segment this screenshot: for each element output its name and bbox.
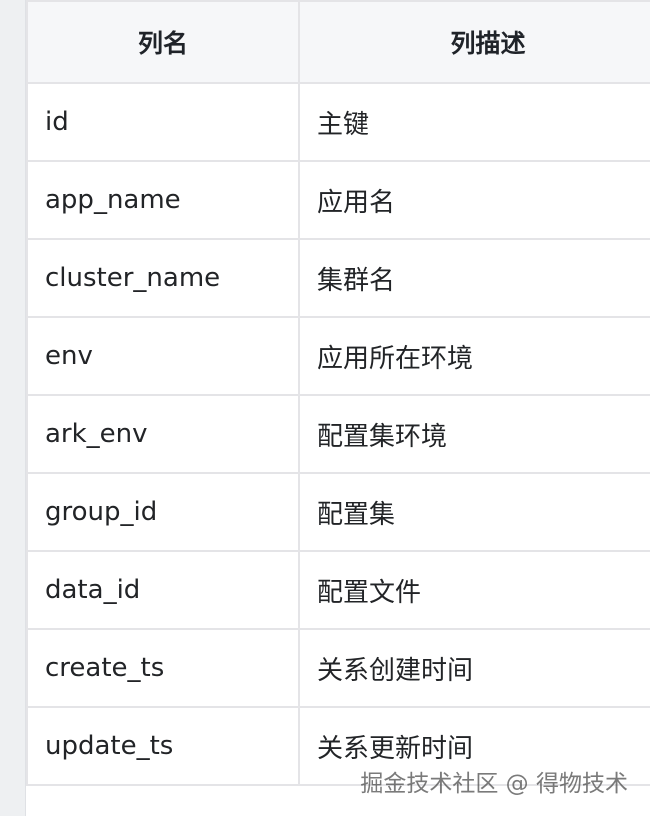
column-description-cell: 应用名: [298, 160, 650, 240]
column-name-cell: app_name: [26, 160, 300, 240]
column-description-cell: 应用所在环境: [298, 316, 650, 396]
header-column-name: 列名: [26, 0, 300, 84]
header-row: 列名 列描述: [26, 0, 650, 84]
column-name-cell: id: [26, 82, 300, 162]
column-description-cell: 配置文件: [298, 550, 650, 630]
table-row: data_id 配置文件: [26, 550, 650, 630]
column-name-cell: data_id: [26, 550, 300, 630]
table-row: env 应用所在环境: [26, 316, 650, 396]
column-description-cell: 配置集: [298, 472, 650, 552]
column-description-cell: 关系更新时间: [298, 706, 650, 786]
table-row: create_ts 关系创建时间: [26, 628, 650, 708]
column-name-cell: group_id: [26, 472, 300, 552]
header-column-description: 列描述: [298, 0, 650, 84]
table-row: app_name 应用名: [26, 160, 650, 240]
table-row: ark_env 配置集环境: [26, 394, 650, 474]
table-row: id 主键: [26, 82, 650, 162]
table-row: update_ts 关系更新时间: [26, 706, 650, 786]
column-description-cell: 关系创建时间: [298, 628, 650, 708]
column-description-cell: 集群名: [298, 238, 650, 318]
table-row: cluster_name 集群名: [26, 238, 650, 318]
column-name-cell: update_ts: [26, 706, 300, 786]
column-name-cell: cluster_name: [26, 238, 300, 318]
column-name-cell: create_ts: [26, 628, 300, 708]
table-container: 列名 列描述 id 主键 app_name 应用名 cluster_name 集…: [26, 0, 650, 816]
table-row: group_id 配置集: [26, 472, 650, 552]
column-name-cell: ark_env: [26, 394, 300, 474]
column-name-cell: env: [26, 316, 300, 396]
column-description-cell: 主键: [298, 82, 650, 162]
column-table: 列名 列描述 id 主键 app_name 应用名 cluster_name 集…: [26, 0, 650, 786]
column-description-cell: 配置集环境: [298, 394, 650, 474]
left-margin: [0, 0, 26, 816]
